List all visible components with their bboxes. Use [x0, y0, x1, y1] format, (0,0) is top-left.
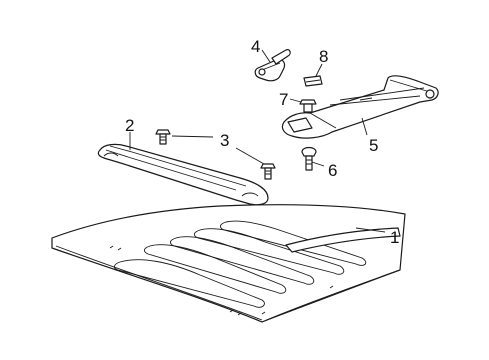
callout-6: 6 [328, 161, 337, 180]
spoiler [281, 75, 439, 139]
leader-6 [311, 161, 325, 167]
callout-7: 7 [279, 90, 288, 109]
roof-rack-rail [97, 143, 269, 206]
leader-5 [361, 117, 368, 136]
callout-3: 3 [220, 131, 229, 150]
leader-3a [171, 135, 214, 138]
leader-1 [355, 227, 386, 233]
leader-lines [129, 49, 386, 233]
callout-1: 1 [390, 228, 399, 247]
leader-3b [235, 147, 265, 165]
callout-2: 2 [125, 116, 134, 135]
leader-8 [315, 63, 323, 77]
bolt-7 [299, 99, 317, 113]
bracket-hinge [254, 49, 291, 82]
clip [303, 75, 323, 87]
rail-screw-lower [260, 163, 276, 180]
rail-screw-upper [155, 129, 171, 145]
leader-7 [289, 98, 302, 103]
callout-5: 5 [369, 136, 378, 155]
callout-4: 4 [251, 37, 260, 56]
roof-panel [51, 204, 406, 323]
callout-8: 8 [319, 47, 328, 66]
leader-4 [261, 49, 271, 63]
callout-labels: 1 2 3 4 5 6 7 8 [125, 37, 399, 247]
screw-6 [301, 146, 317, 171]
